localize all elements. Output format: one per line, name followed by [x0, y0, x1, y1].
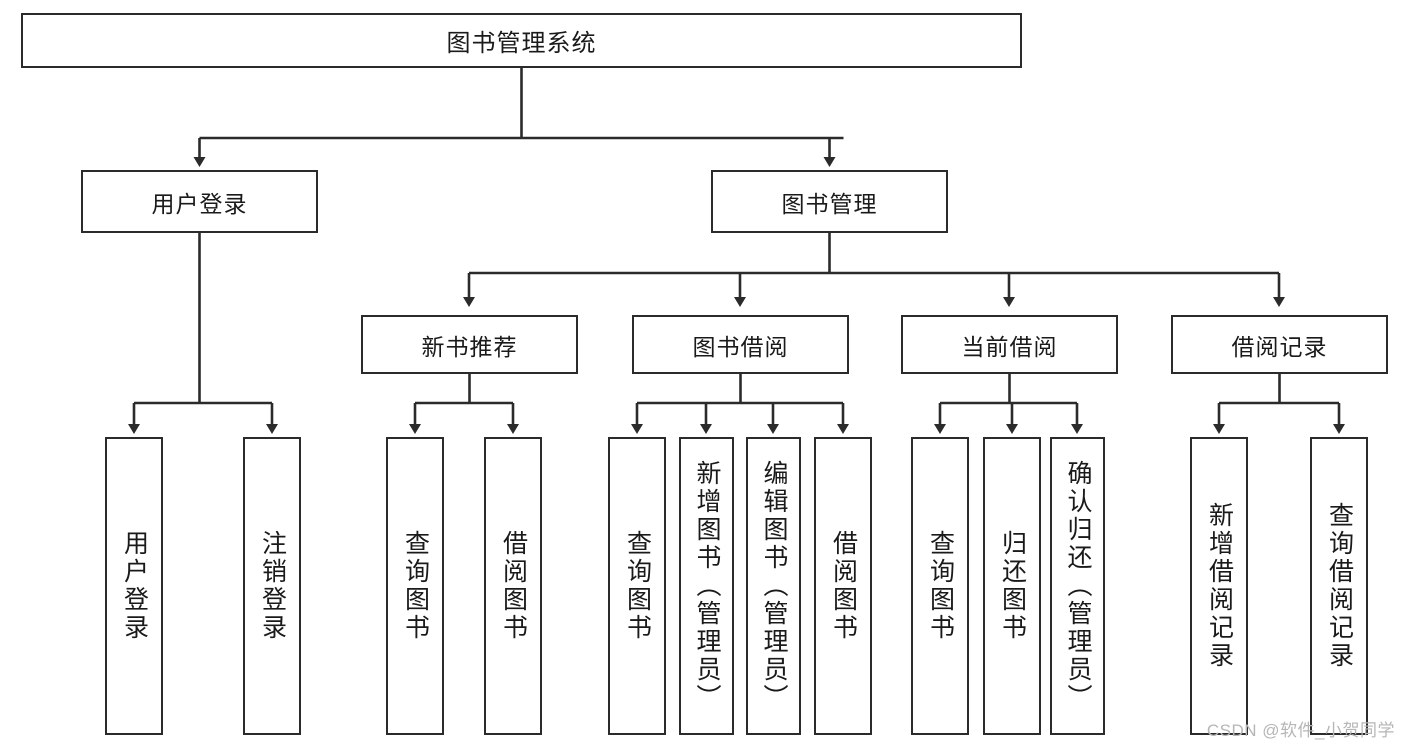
node-label: 查询图书	[926, 530, 955, 642]
node-current-borrow[interactable]: 当前借阅	[901, 315, 1118, 374]
node-label: 图书管理系统	[446, 30, 597, 57]
leaf-query-record[interactable]: 查询借阅记录	[1310, 437, 1368, 735]
leaf-edit-book[interactable]: 编辑图书（管理员）	[746, 437, 801, 735]
node-label: 用户登录	[120, 530, 149, 642]
node-label: 注销登录	[258, 530, 287, 642]
node-label: 当前借阅	[961, 333, 1058, 360]
node-label: 编辑图书（管理员）	[760, 460, 788, 712]
node-label: 借阅图书	[499, 530, 528, 642]
leaf-query-book[interactable]: 查询图书	[608, 437, 666, 735]
node-label: 查询图书	[623, 530, 652, 642]
node-label: 借阅图书	[829, 530, 858, 642]
node-user-login[interactable]: 用户登录	[81, 170, 318, 233]
leaf-logout[interactable]: 注销登录	[243, 437, 301, 735]
leaf-add-record[interactable]: 新增借阅记录	[1190, 437, 1248, 735]
leaf-borrow-book[interactable]: 借阅图书	[814, 437, 872, 735]
leaf-user-login[interactable]: 用户登录	[105, 437, 163, 735]
leaf-return-book[interactable]: 归还图书	[983, 437, 1041, 735]
node-label: 借阅记录	[1231, 333, 1328, 360]
node-new-book-rec[interactable]: 新书推荐	[361, 315, 578, 374]
node-label: 查询借阅记录	[1325, 502, 1354, 670]
leaf-add-book[interactable]: 新增图书（管理员）	[679, 437, 734, 735]
leaf-query-book-rec[interactable]: 查询图书	[386, 437, 444, 735]
leaf-query-book-cur[interactable]: 查询图书	[911, 437, 969, 735]
node-label: 新增借阅记录	[1205, 502, 1234, 670]
node-borrow-record[interactable]: 借阅记录	[1171, 315, 1388, 374]
node-label: 用户登录	[151, 190, 248, 217]
node-label: 图书借阅	[692, 333, 789, 360]
node-book-borrow[interactable]: 图书借阅	[632, 315, 849, 374]
node-label: 图书管理	[781, 190, 878, 217]
node-book-manage[interactable]: 图书管理	[711, 170, 948, 233]
watermark-text: CSDN @软件_小贺同学	[1206, 721, 1395, 740]
leaf-confirm-return[interactable]: 确认归还（管理员）	[1050, 437, 1105, 735]
node-root-system[interactable]: 图书管理系统	[21, 13, 1022, 68]
node-label: 确认归还（管理员）	[1064, 460, 1092, 712]
node-label: 新增图书（管理员）	[693, 460, 721, 712]
leaf-borrow-book-rec[interactable]: 借阅图书	[484, 437, 542, 735]
node-label: 归还图书	[998, 530, 1027, 642]
node-label: 新书推荐	[421, 333, 518, 360]
node-label: 查询图书	[401, 530, 430, 642]
